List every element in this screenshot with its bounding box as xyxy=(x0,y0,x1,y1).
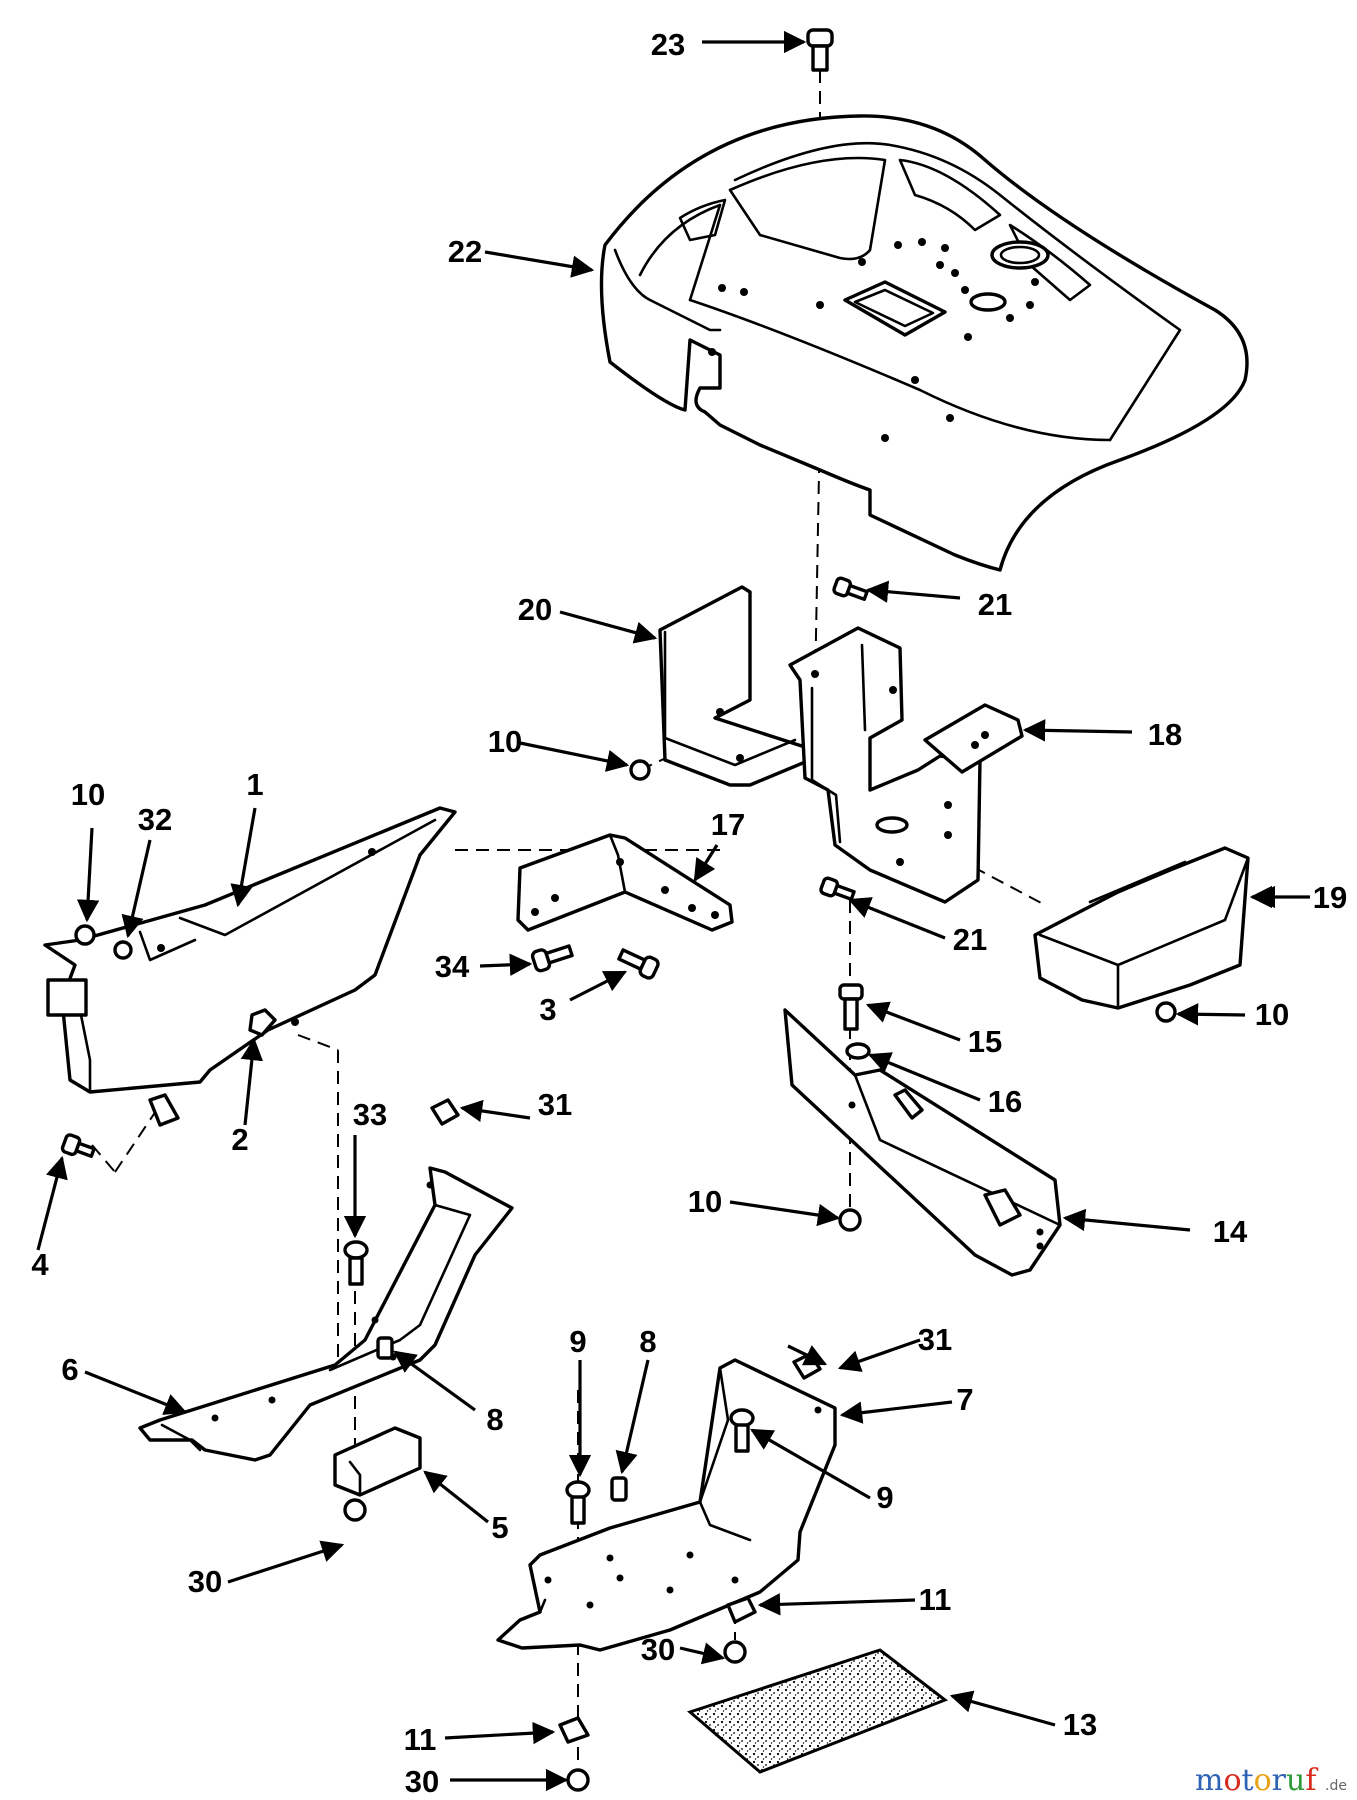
callout-31-b: 31 xyxy=(918,1322,952,1357)
bolt-33 xyxy=(343,1240,369,1286)
callout-5: 5 xyxy=(491,1510,508,1545)
callout-9-b: 9 xyxy=(876,1480,893,1515)
callout-30-c: 30 xyxy=(405,1764,439,1799)
nuts-10 xyxy=(74,759,1177,1232)
callout-8-left: 8 xyxy=(486,1402,503,1437)
callout-2: 2 xyxy=(231,1122,248,1157)
footrest-6 xyxy=(138,1166,514,1462)
callout-30-b: 30 xyxy=(641,1632,675,1667)
watermark-logo: motoruf .de xyxy=(1195,1763,1347,1798)
callout-32: 32 xyxy=(138,802,172,837)
bolt-23 xyxy=(806,28,834,72)
callout-17: 17 xyxy=(711,807,745,842)
callout-30-a: 30 xyxy=(188,1564,222,1599)
clip-8-right xyxy=(610,1476,628,1502)
svg-text:motoruf: motoruf xyxy=(1195,1763,1318,1798)
callout-arrows xyxy=(36,30,1310,1792)
callout-34: 34 xyxy=(435,949,470,984)
watermark-suffix: .de xyxy=(1325,1778,1347,1794)
mounting-bracket-main xyxy=(788,626,1024,904)
callout-22: 22 xyxy=(448,234,482,269)
bracket-20 xyxy=(658,585,812,787)
wm-letter-2: t xyxy=(1242,1763,1254,1798)
callout-31-a: 31 xyxy=(538,1087,572,1122)
callout-11-a: 11 xyxy=(919,1582,952,1617)
callout-9-a: 9 xyxy=(569,1324,586,1359)
wm-letter-6: f xyxy=(1305,1763,1318,1798)
bracket-5 xyxy=(333,1426,422,1497)
caps-31 xyxy=(430,1098,822,1380)
callout-13: 13 xyxy=(1063,1707,1097,1742)
bolt-4 xyxy=(60,1133,96,1158)
callout-15: 15 xyxy=(968,1024,1002,1059)
footrest-7 xyxy=(496,1358,837,1652)
wm-letter-1: o xyxy=(1223,1763,1241,1798)
callout-3: 3 xyxy=(539,992,556,1027)
callout-labels: 23 22 20 21 18 10 1 10 32 17 19 21 34 3 … xyxy=(31,27,1347,1799)
callout-11-b: 11 xyxy=(404,1722,437,1757)
callout-21-top: 21 xyxy=(978,587,1012,622)
callout-6: 6 xyxy=(61,1352,78,1387)
callout-33: 33 xyxy=(353,1097,387,1132)
bracket-19 xyxy=(1033,846,1250,1010)
callout-7: 7 xyxy=(956,1382,973,1417)
callout-10-a: 10 xyxy=(488,724,522,759)
wm-letter-0: m xyxy=(1195,1763,1223,1798)
callout-10-d: 10 xyxy=(688,1184,722,1219)
callout-20: 20 xyxy=(518,592,552,627)
bolts-21 xyxy=(819,576,869,901)
dash-panel-22 xyxy=(599,114,1249,572)
callout-4: 4 xyxy=(31,1247,49,1282)
support-bracket-14 xyxy=(783,1008,1062,1277)
clip-8-left xyxy=(376,1336,394,1360)
nuts-30 xyxy=(343,1498,747,1792)
callout-14: 14 xyxy=(1213,1214,1248,1249)
wm-letter-3: o xyxy=(1254,1763,1272,1798)
angle-bracket-17 xyxy=(516,833,734,932)
washer-32 xyxy=(113,940,133,960)
bolts-9 xyxy=(565,1408,755,1525)
bolts-34-3 xyxy=(530,944,660,980)
callout-16: 16 xyxy=(988,1084,1022,1119)
wm-letter-4: r xyxy=(1272,1763,1287,1798)
clips-11 xyxy=(558,1596,757,1744)
side-panel-1 xyxy=(43,806,457,1127)
callout-10-b: 10 xyxy=(71,777,105,812)
wm-letter-5: u xyxy=(1286,1763,1305,1798)
callout-23: 23 xyxy=(651,27,685,62)
bolt-15-washer-16 xyxy=(838,983,871,1060)
callout-8-right: 8 xyxy=(639,1324,656,1359)
callout-19: 19 xyxy=(1313,880,1347,915)
callout-21-bottom: 21 xyxy=(953,922,987,957)
callout-1: 1 xyxy=(246,767,263,802)
callout-18: 18 xyxy=(1148,717,1182,752)
mat-13 xyxy=(686,1648,949,1774)
callout-10-c: 10 xyxy=(1255,997,1289,1032)
